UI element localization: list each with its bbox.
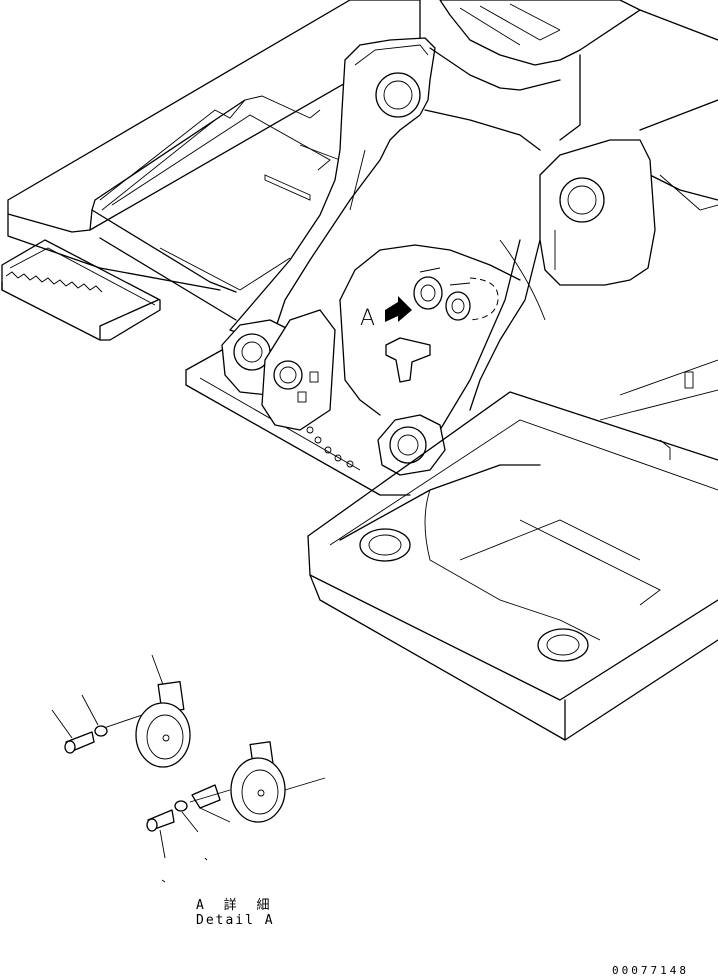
detail-a-exploded xyxy=(51,654,326,883)
left-boom-bracket xyxy=(229,37,561,336)
right-deck xyxy=(307,359,718,741)
front-pin-bosses xyxy=(221,309,446,476)
view-label-a: A xyxy=(360,306,376,331)
left-deck xyxy=(7,0,421,321)
right-boom-bracket xyxy=(419,139,656,461)
detail-caption-en: Detail A xyxy=(196,913,275,928)
upper-rail-frame xyxy=(439,0,718,211)
drawing-number: 00077148 xyxy=(612,964,689,977)
detail-caption-jp: A 詳 細 xyxy=(196,898,276,913)
step-plate xyxy=(1,239,161,341)
horn-mount-area xyxy=(339,239,546,416)
